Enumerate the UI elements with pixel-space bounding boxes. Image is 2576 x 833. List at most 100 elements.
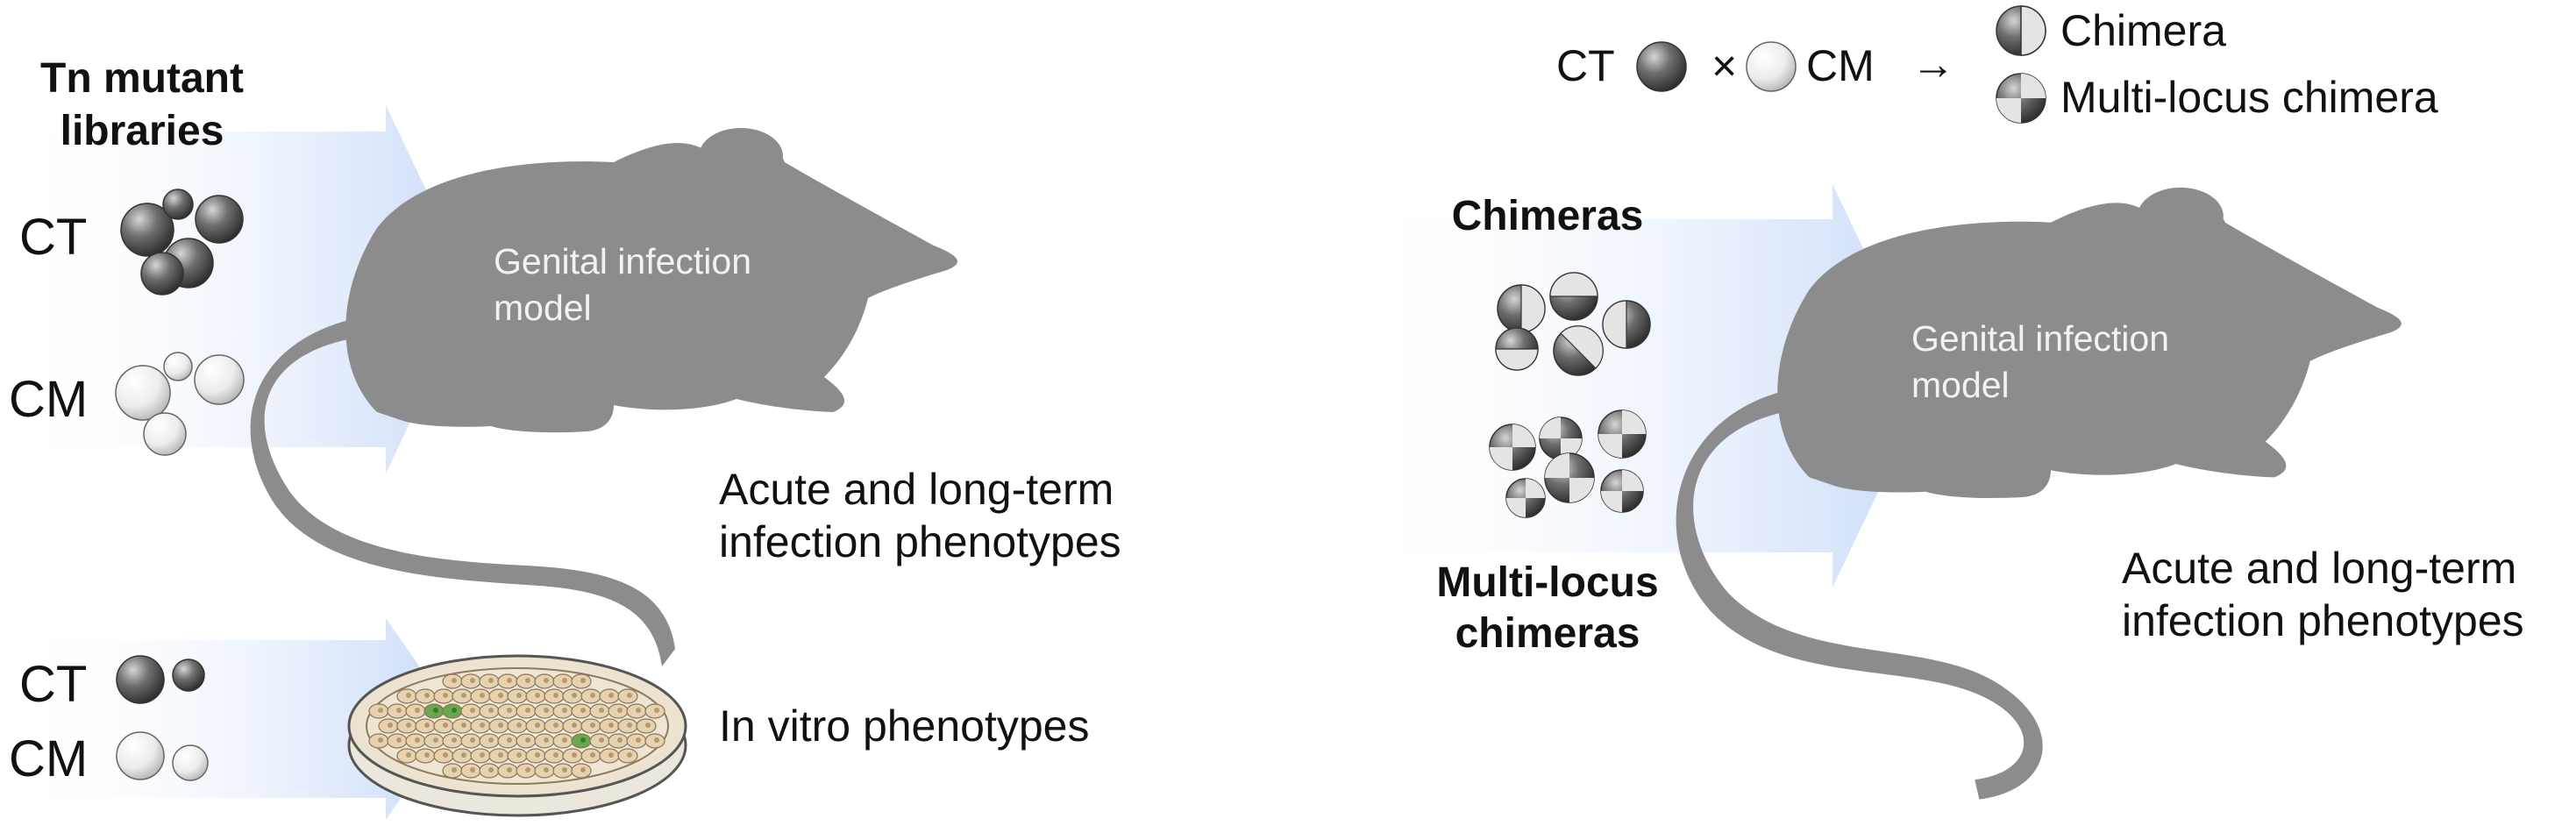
chimera-spheres: [1495, 272, 1651, 376]
cell-nucleus: [480, 723, 485, 728]
cell-nucleus: [516, 693, 522, 698]
cell-nucleus: [443, 723, 448, 728]
cell-nucleus: [544, 708, 549, 713]
cell-nucleus: [562, 678, 567, 683]
cell-nucleus: [516, 723, 522, 728]
cell-nucleus: [424, 752, 430, 758]
tn-libraries-title-line1: Tn mutant: [40, 55, 244, 102]
cell-nucleus: [590, 693, 595, 698]
cell-nucleus: [378, 737, 383, 743]
cell-nucleus: [535, 723, 540, 728]
cell-nucleus: [415, 737, 420, 743]
cell-nucleus: [498, 693, 503, 698]
cell-nucleus: [525, 737, 530, 743]
cell-nucleus: [580, 737, 586, 743]
cell-nucleus: [553, 723, 559, 728]
cell-nucleus: [470, 678, 475, 683]
multi-locus-label-line2: chimeras: [1455, 610, 1640, 657]
cell-nucleus: [590, 752, 595, 758]
ct-label-top: CT: [19, 209, 87, 266]
cell-nucleus: [525, 708, 530, 713]
ct-sphere-large: [116, 655, 165, 704]
phenotype-right-line1: Acute and long-term: [2122, 544, 2516, 593]
cell-nucleus: [516, 752, 522, 758]
cell-nucleus: [443, 693, 448, 698]
cell-nucleus: [452, 708, 457, 713]
mouse-label-left-line1: Genital infection: [494, 241, 751, 281]
mouse-silhouette-right: [1676, 187, 2402, 800]
legend-chimera-sphere: [1996, 5, 2046, 56]
cell-nucleus: [553, 693, 559, 698]
cell-nucleus: [608, 693, 614, 698]
cm-mutant-spheres: [115, 352, 245, 456]
phenotype-right-line2: infection phenotypes: [2122, 596, 2524, 645]
cell-nucleus: [645, 723, 651, 728]
cell-nucleus: [452, 678, 457, 683]
cell-nucleus: [470, 767, 475, 772]
cm-label-bottom: CM: [9, 730, 88, 787]
cell-nucleus: [608, 752, 614, 758]
cell-nucleus: [488, 708, 494, 713]
cell-nucleus: [562, 737, 567, 743]
cell-nucleus: [535, 752, 540, 758]
cell-nucleus: [580, 708, 586, 713]
cm-label-top: CM: [9, 371, 88, 428]
cell-nucleus: [525, 678, 530, 683]
cell-nucleus: [461, 752, 466, 758]
cell-nucleus: [572, 693, 577, 698]
cell-nucleus: [406, 752, 411, 758]
cell-nucleus: [590, 723, 595, 728]
cell-nucleus: [617, 708, 623, 713]
cell-nucleus: [544, 737, 549, 743]
mouse-label-right-line1: Genital infection: [1911, 318, 2169, 359]
mouse-label-right-line2: model: [1911, 365, 2010, 405]
ct-label-bottom: CT: [19, 656, 87, 713]
legend-ct-label: CT: [1556, 41, 1615, 90]
cell-nucleus: [507, 767, 512, 772]
cell-nucleus: [562, 767, 567, 772]
cell-nucleus: [396, 737, 402, 743]
cell-nucleus: [470, 708, 475, 713]
cell-nucleus: [424, 723, 430, 728]
cell-nucleus: [415, 708, 420, 713]
cell-nucleus: [525, 767, 530, 772]
legend-arrow: →: [1911, 39, 1955, 89]
legend-cm-label: CM: [1806, 41, 1875, 90]
cell-nucleus: [470, 737, 475, 743]
cell-nucleus: [507, 708, 512, 713]
ct-sphere-small: [172, 659, 205, 692]
cell-nucleus: [599, 708, 604, 713]
cell-nucleus: [388, 723, 393, 728]
cell-nucleus: [627, 693, 632, 698]
cell-nucleus: [480, 752, 485, 758]
cell-nucleus: [654, 708, 659, 713]
cell-nucleus: [488, 678, 494, 683]
legend-multi-chimera-label: Multi-locus chimera: [2060, 73, 2438, 122]
cell-nucleus: [488, 767, 494, 772]
cell-nucleus: [452, 737, 457, 743]
cell-nucleus: [507, 737, 512, 743]
cell-nucleus: [488, 737, 494, 743]
phenotype-left-line2: infection phenotypes: [719, 517, 1121, 566]
cell-nucleus: [378, 708, 383, 713]
legend-chimera-label: Chimera: [2060, 6, 2226, 55]
tn-libraries-title-line2: libraries: [60, 108, 224, 154]
mouse-label-left-line2: model: [494, 288, 592, 328]
legend-ct-sphere: [1636, 41, 1687, 92]
cell-nucleus: [406, 723, 411, 728]
cell-nucleus: [572, 752, 577, 758]
cell-nucleus: [599, 737, 604, 743]
legend-times: ×: [1711, 41, 1737, 90]
cell-nucleus: [580, 767, 586, 772]
multi-locus-chimera-spheres: [1489, 409, 1647, 518]
cell-nucleus: [636, 737, 641, 743]
cell-nucleus: [480, 693, 485, 698]
cm-sphere-large: [116, 731, 165, 780]
cell-nucleus: [636, 708, 641, 713]
phenotype-left-line1: Acute and long-term: [719, 465, 1114, 514]
cell-nucleus: [535, 693, 540, 698]
cell-nucleus: [498, 752, 503, 758]
cell-nucleus: [452, 767, 457, 772]
mouse-silhouette-left: [250, 128, 958, 666]
cell-nucleus: [617, 737, 623, 743]
